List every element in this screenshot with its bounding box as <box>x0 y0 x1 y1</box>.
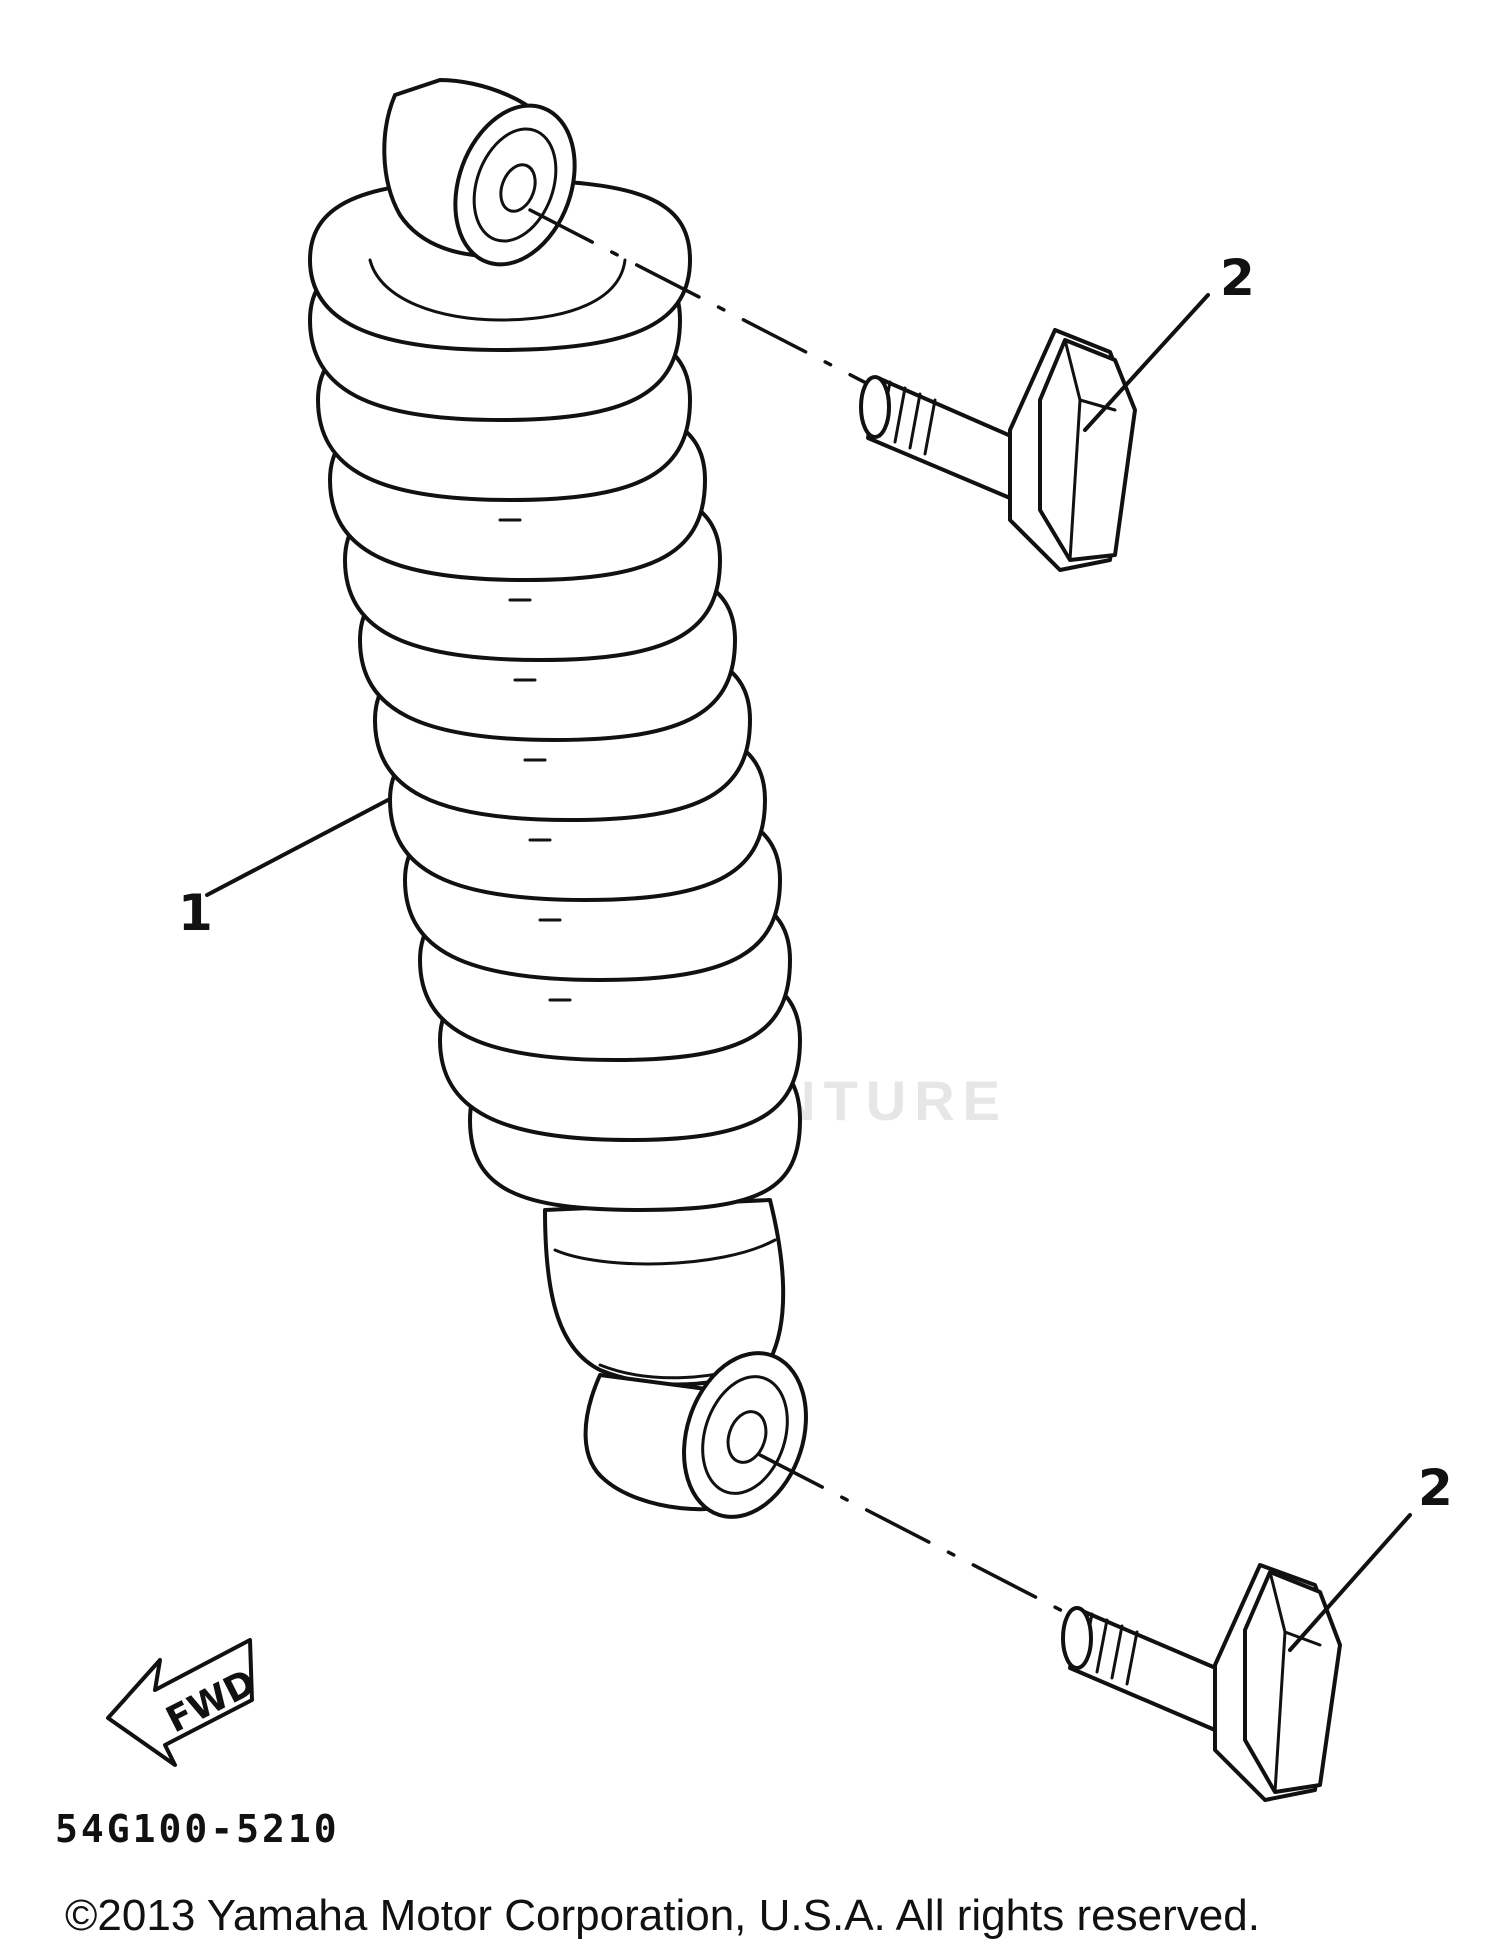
leader-line-2-lower <box>1288 1513 1412 1652</box>
bolt-lower-drawing <box>1061 1563 1342 1802</box>
fwd-arrow-icon: FWD <box>106 1638 262 1767</box>
callout-2-upper: 2 <box>1220 249 1255 307</box>
leader-line-2-upper <box>1083 293 1210 432</box>
lower-centerline <box>758 1453 1082 1622</box>
leader-line-1 <box>205 798 390 897</box>
part-code: 54G100-5210 <box>55 1807 340 1851</box>
upper-centerline <box>528 208 872 387</box>
spring-coils <box>308 178 802 1212</box>
shock-absorber-drawing <box>308 78 808 1519</box>
callout-2-lower: 2 <box>1418 1459 1453 1517</box>
bolt-upper-drawing <box>859 328 1137 572</box>
copyright-text: ©2013 Yamaha Motor Corporation, U.S.A. A… <box>65 1891 1260 1940</box>
callout-1: 1 <box>178 884 213 942</box>
